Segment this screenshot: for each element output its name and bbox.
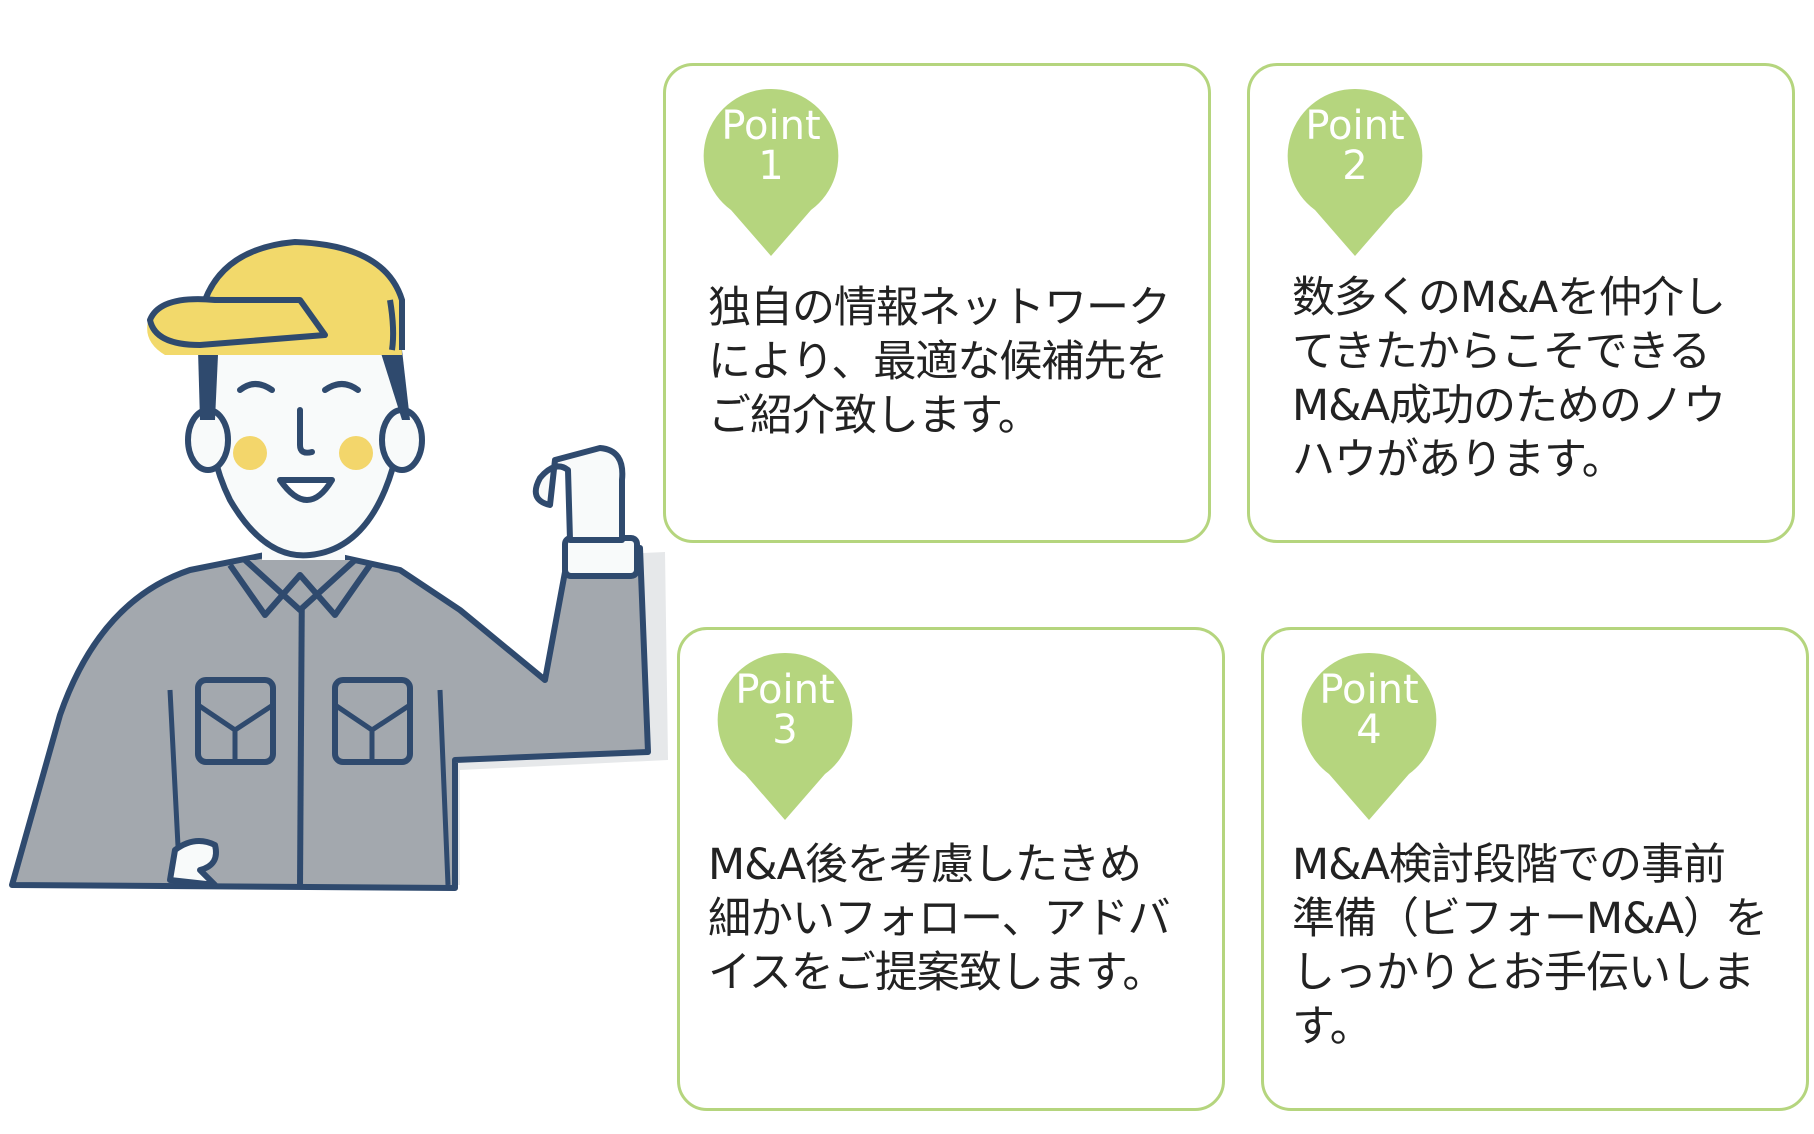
point-label: Point: [1319, 667, 1419, 713]
point-label: Point: [735, 667, 835, 713]
point-card-2: Point 2 数多くのM&Aを仲介し てきたからこそできる M&A成功のための…: [1247, 63, 1795, 543]
point-badge-4: Point 4: [1299, 648, 1439, 823]
map-pin-icon: [1287, 88, 1423, 256]
point-card-3: Point 3 M&A後を考慮したきめ 細かいフォロー、アドバ イスをご提案致し…: [677, 627, 1225, 1111]
point-number: 3: [772, 707, 798, 753]
point-badge-1: Point 1: [701, 84, 841, 259]
point-number: 1: [758, 143, 784, 189]
point-description: M&A検討段階での事前 準備（ビフォーM&A）を しっかりとお手伝いしま す。: [1292, 840, 1768, 1052]
point-description: 独自の情報ネットワーク により、最適な候補先を ご紹介致します。: [708, 283, 1171, 441]
worker-illustration: [9, 238, 668, 891]
map-pin-icon: [717, 652, 853, 820]
point-card-1: Point 1 独自の情報ネットワーク により、最適な候補先を ご紹介致します。: [663, 63, 1211, 543]
point-description: 数多くのM&Aを仲介し てきたからこそできる M&A成功のためのノウ ハウがあり…: [1292, 273, 1726, 485]
point-label: Point: [721, 103, 821, 149]
uniform: [9, 542, 651, 891]
map-pin-icon: [703, 88, 839, 256]
point-description: M&A後を考慮したきめ 細かいフォロー、アドバ イスをご提案致します。: [708, 840, 1171, 998]
point-number: 2: [1342, 143, 1368, 189]
fist: [532, 445, 626, 543]
point-badge-2: Point 2: [1285, 84, 1425, 259]
map-pin-icon: [1301, 652, 1437, 820]
point-number: 4: [1356, 707, 1382, 753]
point-label: Point: [1305, 103, 1405, 149]
point-card-4: Point 4 M&A検討段階での事前 準備（ビフォーM&A）を しっかりとお手…: [1261, 627, 1809, 1111]
point-badge-3: Point 3: [715, 648, 855, 823]
